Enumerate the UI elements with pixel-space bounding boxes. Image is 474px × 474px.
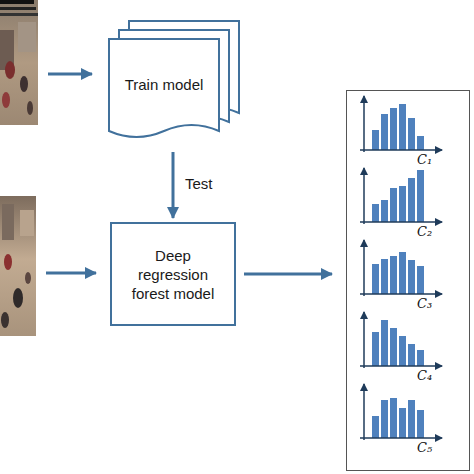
histogram-bar bbox=[417, 136, 424, 150]
person bbox=[5, 61, 15, 79]
histogram-bar bbox=[408, 344, 415, 366]
x-axis bbox=[360, 437, 442, 439]
edge-label: Test bbox=[185, 175, 213, 192]
histogram-bar bbox=[408, 118, 415, 150]
class-label: C₂ bbox=[417, 224, 432, 239]
histogram-bar bbox=[417, 266, 424, 294]
histogram-bar bbox=[390, 188, 397, 222]
input-arrow bbox=[48, 73, 92, 76]
histogram-bar bbox=[372, 264, 379, 294]
person bbox=[25, 272, 31, 284]
person bbox=[27, 101, 33, 115]
input-arrow bbox=[46, 272, 96, 275]
histogram-bar bbox=[417, 410, 424, 438]
frame bbox=[0, 0, 38, 125]
video-frame-bottom bbox=[0, 196, 36, 336]
histogram-bar bbox=[390, 108, 397, 150]
text-area: Train model bbox=[109, 39, 219, 129]
histogram bbox=[360, 240, 442, 296]
person bbox=[4, 254, 12, 270]
histogram-bar bbox=[408, 178, 415, 222]
video-frames-top bbox=[0, 0, 38, 125]
class-label: C₁ bbox=[417, 152, 432, 167]
y-axis bbox=[363, 240, 365, 296]
person bbox=[2, 92, 10, 108]
histogram-bar bbox=[390, 256, 397, 294]
histogram-bar bbox=[372, 332, 379, 366]
histogram bbox=[360, 96, 442, 152]
histogram-bar bbox=[408, 260, 415, 294]
x-axis bbox=[360, 221, 442, 223]
person bbox=[1, 312, 9, 328]
histogram-bar bbox=[381, 400, 388, 438]
scene-patch bbox=[20, 210, 34, 236]
scene-patch bbox=[18, 22, 36, 52]
x-axis bbox=[360, 365, 442, 367]
histogram-bar bbox=[372, 416, 379, 438]
histogram-bar bbox=[390, 328, 397, 366]
x-axis bbox=[360, 149, 442, 151]
frame-edge bbox=[0, 7, 36, 10]
histogram-bar bbox=[372, 130, 379, 150]
histogram-bar bbox=[399, 104, 406, 150]
histogram-bar bbox=[381, 200, 388, 222]
x-axis bbox=[360, 293, 442, 295]
person bbox=[13, 288, 23, 308]
histogram-bar bbox=[417, 170, 424, 222]
y-axis bbox=[363, 384, 365, 440]
y-axis bbox=[363, 96, 365, 152]
frame-edge bbox=[0, 0, 34, 4]
node-label: Deep regression forest model bbox=[122, 246, 224, 303]
histogram-bar bbox=[372, 204, 379, 222]
flow-arrow bbox=[172, 152, 175, 218]
histogram-bar bbox=[399, 186, 406, 222]
y-axis bbox=[363, 168, 365, 224]
model-box: Deep regression forest model bbox=[110, 222, 236, 326]
histogram-bar bbox=[399, 408, 406, 438]
class-label: C₃ bbox=[417, 296, 432, 311]
y-axis bbox=[363, 312, 365, 368]
histogram-bar bbox=[381, 114, 388, 150]
histogram bbox=[360, 312, 442, 368]
node-label: Train model bbox=[125, 75, 204, 94]
histogram-bar bbox=[399, 252, 406, 294]
frame-edge bbox=[0, 13, 38, 16]
person bbox=[20, 76, 28, 92]
histogram-bar bbox=[381, 259, 388, 294]
class-label: C₄ bbox=[417, 368, 432, 383]
histogram-bar bbox=[381, 320, 388, 366]
histogram bbox=[360, 168, 442, 224]
flow-arrow bbox=[244, 273, 332, 276]
histogram-bar bbox=[408, 400, 415, 438]
frame bbox=[0, 196, 36, 336]
train-model-documents: Train model bbox=[108, 20, 242, 148]
histogram bbox=[360, 384, 442, 440]
histogram-bar bbox=[390, 398, 397, 438]
histogram-bar bbox=[417, 350, 424, 366]
output-panel: C₁ C₂ C₃ C₄ C₅ bbox=[346, 90, 470, 471]
histogram-bar bbox=[399, 336, 406, 366]
document-page bbox=[109, 39, 219, 137]
scene-patch bbox=[2, 204, 14, 240]
class-label: C₅ bbox=[417, 440, 432, 455]
